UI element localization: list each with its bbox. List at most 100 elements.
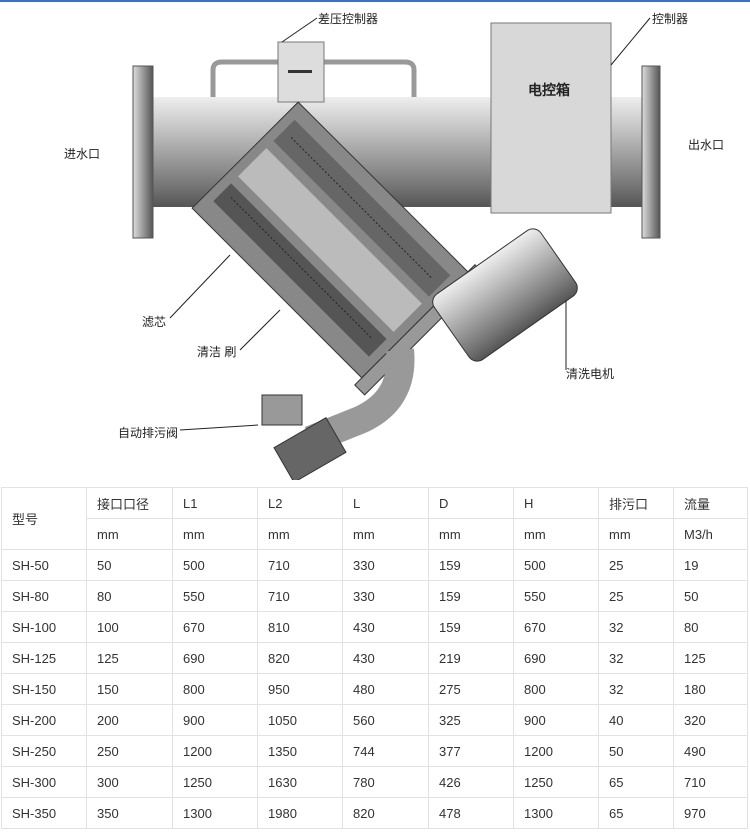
value-cell: 159 (428, 611, 514, 643)
value-cell: 32 (598, 673, 674, 705)
value-cell: 159 (428, 549, 514, 581)
unit-cell: mm (513, 518, 599, 550)
value-cell: 550 (172, 580, 258, 612)
value-cell: 1350 (257, 735, 343, 767)
value-cell: 25 (598, 549, 674, 581)
value-cell: 19 (673, 549, 748, 581)
value-cell: 159 (428, 580, 514, 612)
value-cell: 350 (86, 797, 173, 829)
value-cell: 690 (172, 642, 258, 674)
header-row: 型号 接口口径 L1 L2 L D H 排污口 流量 (1, 487, 748, 550)
value-cell: 330 (342, 580, 429, 612)
value-cell: 900 (513, 704, 599, 736)
value-cell: 32 (598, 611, 674, 643)
value-cell: 80 (86, 580, 173, 612)
label-drain-valve: 自动排污阀 (118, 426, 179, 440)
model-cell: SH-100 (1, 611, 87, 643)
value-cell: 125 (86, 642, 173, 674)
inlet-flange (132, 65, 154, 239)
value-cell: 50 (673, 580, 748, 612)
value-cell: 1200 (172, 735, 258, 767)
header-cell: D (428, 487, 514, 519)
unit-cell: mm (342, 518, 429, 550)
value-cell: 800 (172, 673, 258, 705)
value-cell: 710 (257, 580, 343, 612)
value-cell: 690 (513, 642, 599, 674)
value-cell: 430 (342, 642, 429, 674)
value-cell: 80 (673, 611, 748, 643)
value-cell: 560 (342, 704, 429, 736)
model-cell: SH-200 (1, 704, 87, 736)
value-cell: 1300 (513, 797, 599, 829)
header-cell: L2 (257, 487, 343, 519)
header-cell: L (342, 487, 429, 519)
value-cell: 32 (598, 642, 674, 674)
model-cell: SH-80 (1, 580, 87, 612)
value-cell: 670 (513, 611, 599, 643)
value-cell: 710 (673, 766, 748, 798)
value-cell: 820 (342, 797, 429, 829)
value-cell: 1200 (513, 735, 599, 767)
unit-cell: mm (428, 518, 514, 550)
label-dp-controller: 差压控制器 (318, 12, 379, 26)
unit-row: mm mm mm mm mm mm mm M3/h (2, 518, 748, 550)
value-cell: 377 (428, 735, 514, 767)
value-cell: 780 (342, 766, 429, 798)
value-cell: 710 (257, 549, 343, 581)
value-cell: 1250 (172, 766, 258, 798)
value-cell: 800 (513, 673, 599, 705)
drain-valve (261, 394, 303, 426)
value-cell: 950 (257, 673, 343, 705)
value-cell: 50 (86, 549, 173, 581)
value-cell: 180 (673, 673, 748, 705)
value-cell: 900 (172, 704, 258, 736)
unit-cell: mm (598, 518, 674, 550)
value-cell: 65 (598, 766, 674, 798)
filter-body (191, 101, 486, 396)
value-cell: 744 (342, 735, 429, 767)
unit-cell: mm (86, 518, 173, 550)
value-cell: 426 (428, 766, 514, 798)
value-cell: 670 (172, 611, 258, 643)
value-cell: 200 (86, 704, 173, 736)
value-cell: 330 (342, 549, 429, 581)
header-model: 型号 (1, 487, 87, 550)
value-cell: 1050 (257, 704, 343, 736)
value-cell: 300 (86, 766, 173, 798)
value-cell: 1630 (257, 766, 343, 798)
value-cell: 325 (428, 704, 514, 736)
control-box (490, 22, 612, 214)
value-cell: 500 (172, 549, 258, 581)
top-border (0, 0, 750, 2)
value-cell: 478 (428, 797, 514, 829)
unit-cell: mm (172, 518, 258, 550)
value-cell: 250 (86, 735, 173, 767)
model-cell: SH-350 (1, 797, 87, 829)
value-cell: 550 (513, 580, 599, 612)
value-cell: 100 (86, 611, 173, 643)
value-cell: 430 (342, 611, 429, 643)
label-brush: 清洁 刷 (197, 345, 237, 359)
value-cell: 1980 (257, 797, 343, 829)
model-cell: SH-125 (1, 642, 87, 674)
label-control-box: 电控箱 (528, 82, 570, 98)
label-controller: 控制器 (652, 12, 689, 26)
value-cell: 50 (598, 735, 674, 767)
drain-pipe (304, 348, 415, 453)
label-inlet: 进水口 (64, 147, 101, 161)
leader-lines (169, 17, 651, 431)
spec-table: 型号 接口口径 L1 L2 L D H 排污口 流量 mm mm mm mm m… (1, 487, 748, 829)
motor (432, 228, 578, 362)
value-cell: 1250 (513, 766, 599, 798)
value-cell: 320 (673, 704, 748, 736)
model-cell: SH-300 (1, 766, 87, 798)
header-cell: H (513, 487, 599, 519)
